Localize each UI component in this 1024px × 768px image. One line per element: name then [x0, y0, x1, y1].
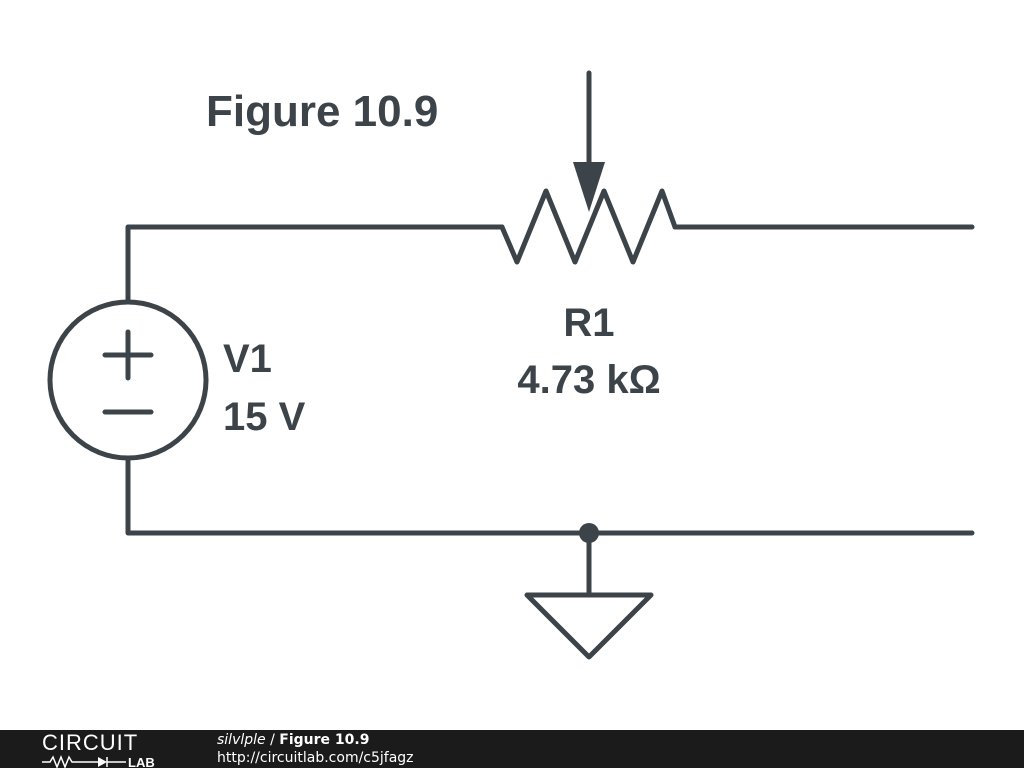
brand-top-text: CIRCUIT — [42, 730, 138, 755]
bottom-wire — [125, 455, 975, 536]
author-name: silvlple — [217, 732, 266, 748]
logo-diode-icon — [98, 757, 107, 767]
caption-separator: / — [270, 732, 275, 748]
source-name-label: V1 — [223, 337, 272, 381]
ground-symbol — [524, 592, 654, 660]
logo-resistor-icon — [42, 754, 98, 768]
footer-bar: CIRCUIT LAB silvlple / Figure 10.9 http:… — [0, 730, 1024, 768]
figure-title: Figure 10.9 — [206, 87, 438, 136]
caption-title: Figure 10.9 — [279, 732, 370, 748]
source-value-label: 15 V — [223, 395, 306, 439]
potentiometer-wiper-arrow — [573, 162, 605, 212]
circuitlab-logo: CIRCUIT LAB — [42, 730, 155, 768]
brand-bottom-text: LAB — [128, 755, 155, 768]
schematic-diagram: Figure 10.9 V1 15 V R1 4.73 kΩ — [47, 70, 975, 660]
footer-caption: silvlple / Figure 10.9 http://circuitlab… — [217, 731, 414, 767]
circuit-url: http://circuitlab.com/c5jfagz — [217, 750, 414, 766]
resistor-name-label: R1 — [563, 301, 614, 345]
top-wire-left — [125, 224, 505, 303]
potentiometer-r1-body — [499, 188, 678, 265]
resistor-value-label: 4.73 kΩ — [517, 358, 660, 402]
